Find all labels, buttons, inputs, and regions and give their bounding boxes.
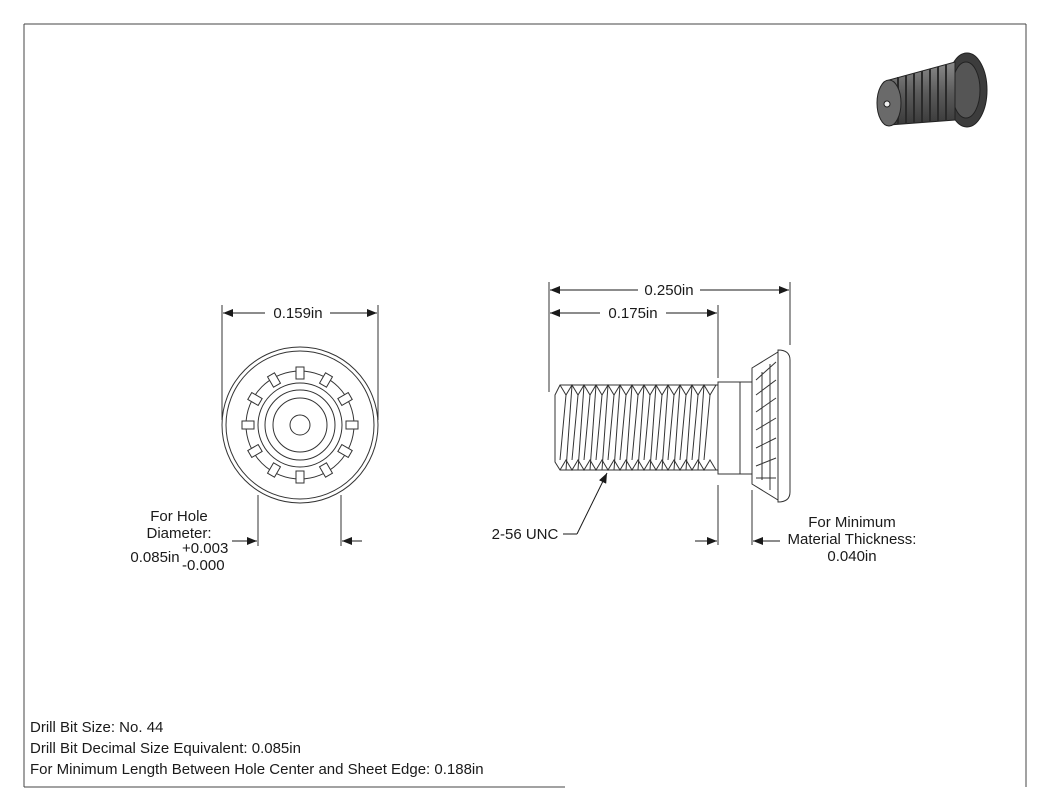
front-width-label: 0.159in xyxy=(273,305,322,322)
hole-label-line2: Diameter: xyxy=(146,525,211,542)
hole-tolerance-plus: +0.003 xyxy=(182,540,228,557)
side-extension-lines xyxy=(548,282,791,545)
drawing-border xyxy=(23,23,1027,788)
hole-label-line1: For Hole xyxy=(150,508,208,525)
front-view xyxy=(221,305,379,546)
hole-diameter-value: 0.085in xyxy=(130,549,179,566)
material-label-line2: Material Thickness: xyxy=(788,531,917,548)
note-min-edge-distance: For Minimum Length Between Hole Center a… xyxy=(30,761,484,778)
material-label-line1: For Minimum xyxy=(808,514,896,531)
thread-crests xyxy=(559,384,717,471)
side-view xyxy=(554,349,791,503)
isometric-thumbnail xyxy=(876,52,988,128)
knurl-teeth xyxy=(241,366,359,484)
note-drill-bit-decimal: Drill Bit Decimal Size Equivalent: 0.085… xyxy=(30,740,301,757)
material-thickness-value: 0.040in xyxy=(827,548,876,565)
thread-callout-leader xyxy=(563,472,608,535)
note-drill-bit-size: Drill Bit Size: No. 44 xyxy=(30,719,164,736)
drawing-notes: Drill Bit Size: No. 44 Drill Bit Decimal… xyxy=(30,717,484,780)
thread-spec-label: 2-56 UNC xyxy=(492,526,559,543)
knurl-ridges xyxy=(755,361,777,490)
hole-tolerance-minus: -0.000 xyxy=(182,557,225,574)
thread-length-label: 0.175in xyxy=(608,305,657,322)
overall-length-label: 0.250in xyxy=(644,282,693,299)
